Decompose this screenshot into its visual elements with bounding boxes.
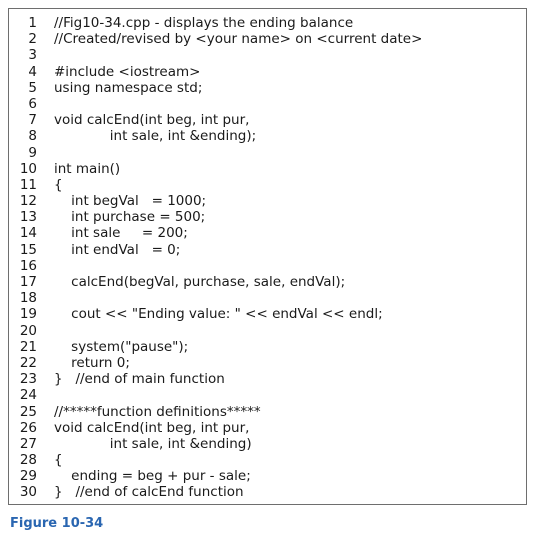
line-number: 14	[19, 225, 37, 242]
code-text: int main()	[54, 160, 121, 177]
code-line: 8 int sale, int &ending);	[9, 128, 526, 144]
code-text: int sale = 200;	[54, 225, 188, 242]
code-text: void calcEnd(int beg, int pur,	[54, 112, 250, 129]
code-text: } //end of calcEnd function	[54, 484, 244, 501]
line-number: 25	[19, 403, 37, 420]
line-number: 22	[19, 354, 37, 371]
code-line: 9	[9, 145, 526, 161]
line-number: 24	[19, 387, 37, 404]
code-text: #include <iostream>	[54, 63, 201, 80]
line-number: 13	[19, 209, 37, 226]
code-text: {	[54, 176, 63, 193]
line-number: 29	[19, 468, 37, 485]
code-lines: 1 //Fig10-34.cpp - displays the ending ba…	[9, 15, 526, 501]
code-line: 10 int main()	[9, 161, 526, 177]
line-number: 26	[19, 419, 37, 436]
line-number: 6	[28, 95, 37, 112]
code-line: 21 system("pause");	[9, 339, 526, 355]
line-number: 19	[19, 306, 37, 323]
code-line: 28 {	[9, 452, 526, 468]
code-text: void calcEnd(int beg, int pur,	[54, 419, 250, 436]
line-number: 30	[19, 484, 37, 501]
code-text: int purchase = 500;	[54, 209, 206, 226]
code-text: //Fig10-34.cpp - displays the ending bal…	[54, 15, 354, 31]
code-text: return 0;	[54, 354, 130, 371]
code-line: 24	[9, 387, 526, 403]
line-number: 4	[28, 63, 37, 80]
line-number: 7	[28, 112, 37, 129]
code-line: 22 return 0;	[9, 355, 526, 371]
code-line: 26 void calcEnd(int beg, int pur,	[9, 420, 526, 436]
line-number: 23	[19, 371, 37, 388]
line-number: 1	[28, 15, 37, 31]
code-text: } //end of main function	[54, 371, 225, 388]
code-text: int sale, int &ending)	[54, 435, 252, 452]
code-line: 11 {	[9, 177, 526, 193]
line-number: 27	[19, 435, 37, 452]
code-line: 15 int endVal = 0;	[9, 242, 526, 258]
line-number: 3	[28, 47, 37, 64]
code-line: 12 int begVal = 1000;	[9, 193, 526, 209]
code-line: 27 int sale, int &ending)	[9, 436, 526, 452]
line-number: 20	[19, 322, 37, 339]
code-listing-box: 1 //Fig10-34.cpp - displays the ending ba…	[8, 8, 527, 505]
code-line: 17 calcEnd(begVal, purchase, sale, endVa…	[9, 274, 526, 290]
code-line: 20	[9, 323, 526, 339]
code-line: 3	[9, 47, 526, 63]
code-line: 25 //*****function definitions*****	[9, 404, 526, 420]
line-number: 21	[19, 338, 37, 355]
code-text: {	[54, 452, 63, 469]
code-text: system("pause");	[54, 338, 189, 355]
code-text: int endVal = 0;	[54, 241, 181, 258]
code-line: 5 using namespace std;	[9, 80, 526, 96]
code-line: 29 ending = beg + pur - sale;	[9, 468, 526, 484]
figure-caption: Figure 10-34	[10, 516, 104, 531]
code-line: 6	[9, 96, 526, 112]
line-number: 2	[28, 31, 37, 48]
code-line: 13 int purchase = 500;	[9, 209, 526, 225]
line-number: 11	[19, 176, 37, 193]
code-text: //*****function definitions*****	[54, 403, 261, 420]
code-text: ending = beg + pur - sale;	[54, 468, 251, 485]
code-line: 23 } //end of main function	[9, 371, 526, 387]
line-number: 18	[19, 290, 37, 307]
line-number: 16	[19, 257, 37, 274]
line-number: 15	[19, 241, 37, 258]
code-line: 16	[9, 258, 526, 274]
line-number: 5	[28, 79, 37, 96]
code-line: 2 //Created/revised by <your name> on <cu…	[9, 31, 526, 47]
line-number: 12	[19, 193, 37, 210]
line-number: 10	[19, 160, 37, 177]
code-text: using namespace std;	[54, 79, 203, 96]
code-text: calcEnd(begVal, purchase, sale, endVal);	[54, 274, 346, 290]
line-number: 9	[28, 144, 37, 161]
code-text: int begVal = 1000;	[54, 193, 207, 210]
code-line: 1 //Fig10-34.cpp - displays the ending ba…	[9, 15, 526, 31]
line-number: 8	[28, 128, 37, 145]
code-line: 19 cout << "Ending value: " << endVal <<…	[9, 306, 526, 322]
code-text: cout << "Ending value: " << endVal << en…	[54, 306, 383, 323]
code-line: 4 #include <iostream>	[9, 64, 526, 80]
code-line: 18	[9, 290, 526, 306]
code-text: int sale, int &ending);	[54, 128, 257, 145]
line-number: 17	[19, 274, 37, 290]
line-number: 28	[19, 452, 37, 469]
code-line: 14 int sale = 200;	[9, 225, 526, 241]
code-line: 30 } //end of calcEnd function	[9, 484, 526, 500]
code-line: 7 void calcEnd(int beg, int pur,	[9, 112, 526, 128]
code-text: //Created/revised by <your name> on <cur…	[54, 31, 423, 48]
